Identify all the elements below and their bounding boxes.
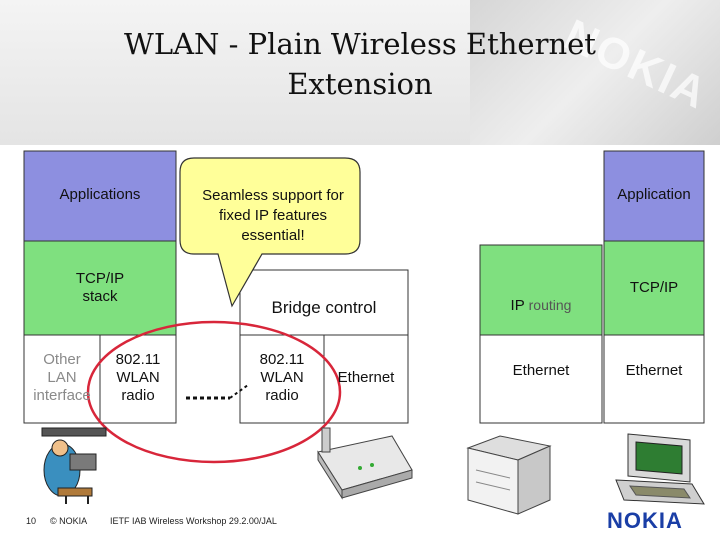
host-applications-layer [23, 150, 177, 242]
host-other-lan-label: Other LAN interface [33, 351, 91, 404]
footer-copyright: © NOKIA [50, 516, 88, 526]
router-ip-routing-label: IP routing [480, 296, 602, 315]
router-server-icon [466, 435, 552, 515]
server-application-label: Application [617, 186, 691, 203]
wlan-highlight-ellipse [86, 320, 342, 464]
ap-bridge-control-label: Bridge control [271, 298, 377, 317]
router-ip-text: IP [510, 297, 525, 314]
ap-wlan-radio-layer [239, 334, 325, 424]
host-wlan-radio-label: 802.11 WLAN radio [115, 351, 161, 404]
access-point-icon [317, 427, 413, 500]
title-line-1: WLAN - Plain Wireless Ethernet [124, 27, 596, 61]
ap-ethernet-layer [323, 334, 409, 424]
server-ethernet-label: Ethernet [625, 362, 683, 379]
server-tcpip-layer [603, 240, 705, 336]
chip-background-image [470, 0, 720, 145]
router-ethernet-label: Ethernet [512, 362, 570, 379]
page-number: 10 [26, 516, 37, 526]
router-ip-routing-layer [479, 244, 603, 336]
wireless-link-arrow [229, 384, 249, 399]
router-routing-text: routing [528, 297, 572, 313]
host-tcpip-layer [23, 240, 177, 336]
host-applications-label: Applications [59, 186, 141, 203]
server-ethernet-layer [603, 334, 705, 424]
server-tcpip-label: TCP/IP [629, 279, 679, 296]
callout-bubble [179, 157, 361, 308]
host-other-lan-layer [23, 334, 101, 424]
ap-ethernet-label: Ethernet [337, 369, 395, 386]
host-tcpip-label: TCP/IP stack [75, 270, 125, 305]
callout-text: Seamless support for fixed IP features e… [202, 187, 344, 244]
ap-wlan-radio-label: 802.11 WLAN radio [259, 351, 305, 404]
router-ethernet-layer [479, 334, 603, 424]
user-laptop-icon [41, 427, 107, 504]
footer-event: IETF IAB Wireless Workshop 29.2.00/JAL [110, 516, 277, 526]
server-application-layer [603, 150, 705, 242]
title-line-2: Extension [287, 67, 433, 101]
laptop-icon [615, 433, 705, 505]
nokia-logo: NOKIA [607, 508, 683, 533]
slide-title: WLAN - Plain Wireless Ethernet Extension [60, 24, 660, 104]
